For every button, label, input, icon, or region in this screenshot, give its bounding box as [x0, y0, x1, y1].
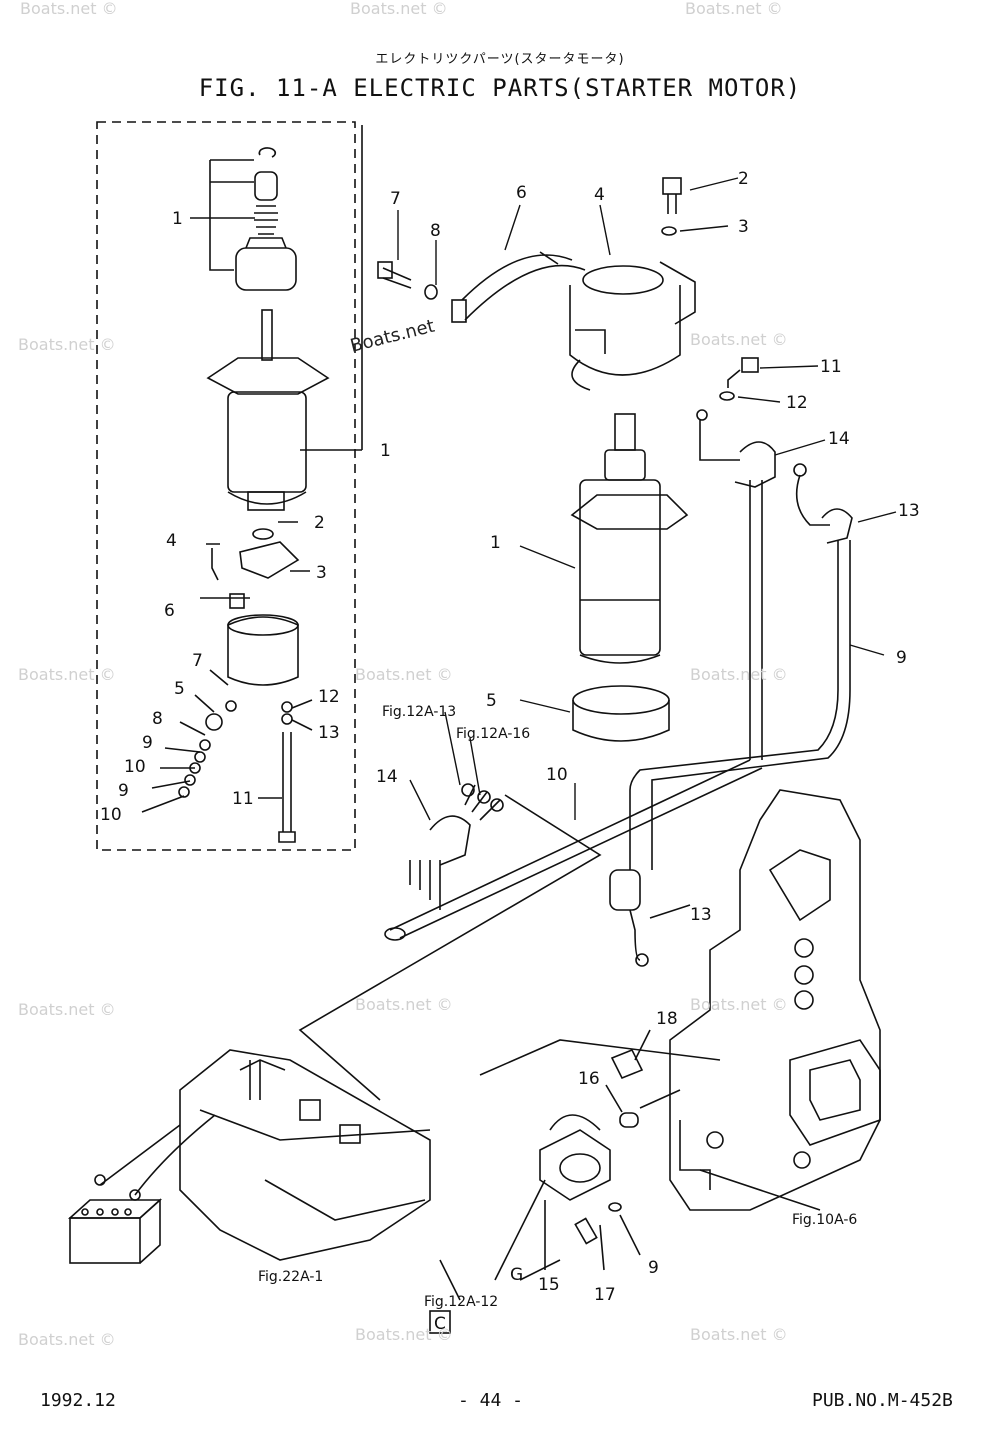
label-8-right: 8 — [430, 221, 441, 241]
watermark: Boats.net © — [18, 1000, 116, 1019]
ref-fig-22a-1: Fig.22A-1 — [258, 1269, 323, 1285]
label-1-top: 1 — [172, 209, 183, 229]
label-10-left-b: 10 — [100, 805, 122, 825]
label-14-right: 14 — [828, 429, 850, 449]
label-4-left: 4 — [166, 531, 177, 551]
watermark: Boats.net © — [18, 665, 116, 684]
ref-fig-10a-6: Fig.10A-6 — [792, 1212, 857, 1228]
watermark: Boats.net © — [20, 0, 118, 18]
label-16: 16 — [578, 1069, 600, 1089]
watermark: Boats.net © — [690, 995, 788, 1014]
figure-title: FIG. 11-A ELECTRIC PARTS(STARTER MOTOR) — [198, 74, 802, 102]
starter-housing — [569, 261, 696, 376]
label-11-right: 11 — [820, 357, 842, 377]
label-9-lower: 9 — [648, 1258, 659, 1278]
battery — [67, 1114, 216, 1264]
label-10-right: 10 — [546, 765, 568, 785]
label-9-right: 9 — [896, 648, 907, 668]
label-2-right: 2 — [738, 169, 749, 189]
ref-fig-12a-12: Fig.12A-12 — [424, 1294, 498, 1310]
label-4-right: 4 — [594, 185, 605, 205]
label-6-right: 6 — [516, 183, 527, 203]
label-5-right: 5 — [486, 691, 497, 711]
label-9-left-b: 9 — [118, 781, 129, 801]
label-g: G — [510, 1265, 523, 1285]
footer-page-number: - 44 - — [458, 1390, 524, 1411]
cable-13-9 — [609, 463, 853, 967]
watermark: Boats.net © — [355, 665, 453, 684]
label-3-left: 3 — [316, 563, 327, 583]
ref-fig-12a-16: Fig.12A-16 — [456, 726, 530, 742]
ref-c: C — [434, 1314, 446, 1334]
label-13-right: 13 — [898, 501, 920, 521]
label-2-left: 2 — [314, 513, 325, 533]
bolt-2 — [662, 177, 682, 195]
label-14-harness: 14 — [376, 767, 398, 787]
watermark: Boats.net © — [690, 330, 788, 349]
label-6-left: 6 — [164, 601, 175, 621]
label-12-right: 12 — [786, 393, 808, 413]
label-7-right: 7 — [390, 189, 401, 209]
starter-relay — [494, 1048, 644, 1281]
starter-assembly-group-box — [96, 121, 356, 851]
figure-subtitle-japanese: エレクトリツクパーツ(スタータモータ) — [375, 52, 625, 67]
watermark: Boats.net © — [18, 1330, 116, 1349]
label-5-left: 5 — [174, 679, 185, 699]
exploded-starter-motor — [178, 147, 330, 843]
wire-harness-14 — [409, 783, 504, 910]
label-15: 15 — [538, 1275, 560, 1295]
label-10-left-a: 10 — [124, 757, 146, 777]
rubber-band — [572, 685, 670, 742]
watermarks: Boats.net © Boats.net © Boats.net © Boat… — [18, 0, 788, 1349]
label-8-left: 8 — [152, 709, 163, 729]
label-1-right: 1 — [490, 533, 501, 553]
footer-publication-number: PUB.NO.M-452B — [812, 1390, 953, 1411]
label-7-left: 7 — [192, 651, 203, 671]
watermark: Boats.net © — [690, 1325, 788, 1344]
label-12-left: 12 — [318, 687, 340, 707]
label-9-left-a: 9 — [142, 733, 153, 753]
label-13-left: 13 — [318, 723, 340, 743]
ref-c-box — [429, 1310, 451, 1334]
watermark: Boats.net © — [690, 665, 788, 684]
lower-cowling — [179, 1049, 431, 1261]
label-11-left: 11 — [232, 789, 254, 809]
label-13-lower: 13 — [690, 905, 712, 925]
cable-14 — [384, 409, 776, 941]
cylinder-block-plate — [669, 789, 881, 1211]
starter-motor-assembly — [570, 413, 689, 664]
footer-date: 1992.12 — [40, 1390, 116, 1411]
watermark: Boats.net © — [355, 995, 453, 1014]
label-3-right: 3 — [738, 217, 749, 237]
watermark: Boats.net © — [355, 1325, 453, 1344]
ref-fig-12a-13: Fig.12A-13 — [382, 704, 456, 720]
watermark: Boats.net © — [18, 335, 116, 354]
label-1-group: 1 — [380, 441, 391, 461]
starter-bracket — [451, 251, 591, 391]
watermark: Boats.net © — [350, 0, 448, 18]
label-17: 17 — [594, 1285, 616, 1305]
label-18: 18 — [656, 1009, 678, 1029]
watermark: Boats.net © — [685, 0, 783, 18]
